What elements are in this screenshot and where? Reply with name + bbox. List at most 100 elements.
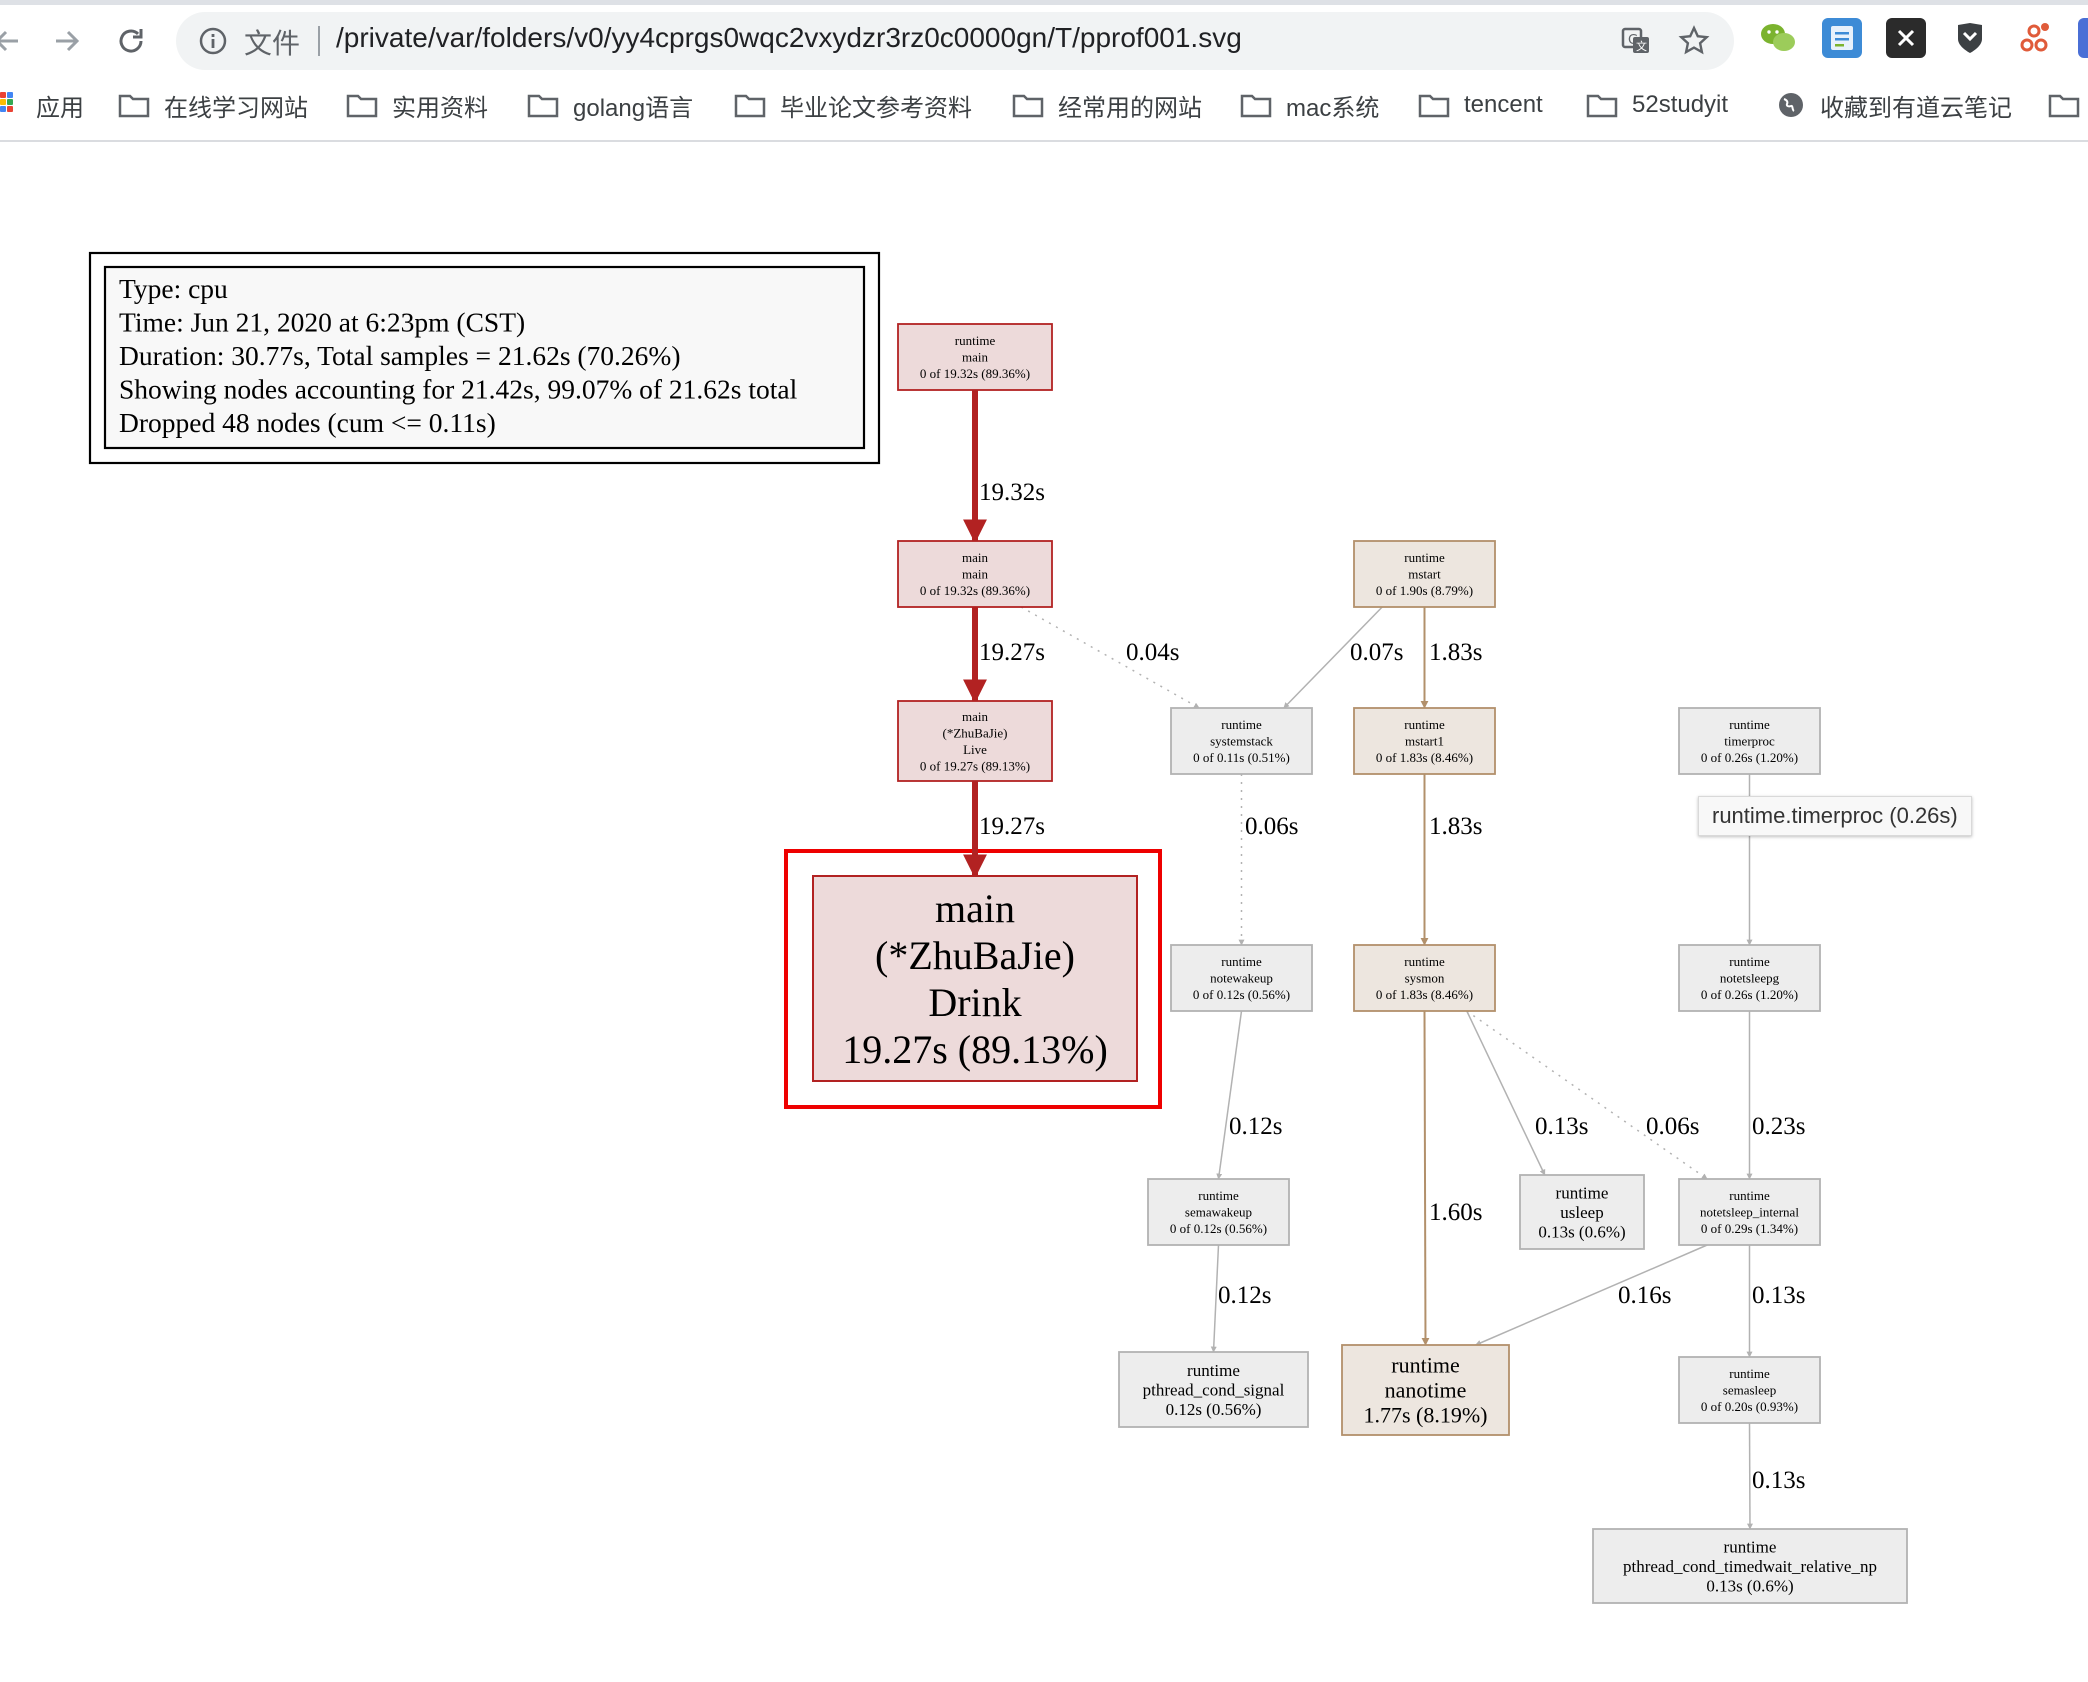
extension-overflow[interactable] — [2078, 18, 2088, 58]
apps-grid-icon — [0, 90, 20, 120]
shield-extension[interactable] — [1950, 18, 1990, 58]
notes-extension[interactable] — [1822, 18, 1862, 58]
globe-icon — [1779, 93, 1803, 117]
bookmark-folder[interactable]: tencent — [1418, 90, 1543, 120]
node-label: 19.27s (89.13%) — [842, 1027, 1108, 1072]
node-label: runtime — [1221, 954, 1262, 969]
address-bar[interactable]: 文件 /private/var/folders/v0/yy4cprgs0wqc2… — [176, 12, 1734, 70]
node-label: sysmon — [1405, 971, 1445, 986]
node-label: semasleep — [1723, 1383, 1776, 1398]
bookmark-folder-overflow[interactable] — [2048, 90, 2088, 120]
graph-edge[interactable]: 1.83s — [1420, 607, 1483, 709]
node-label: 0 of 19.27s (89.13%) — [920, 758, 1030, 773]
node-label: 0 of 0.20s (0.93%) — [1701, 1399, 1798, 1414]
node-label: notetsleep_internal — [1700, 1205, 1799, 1220]
node-box — [1678, 1356, 1821, 1424]
graph-edge[interactable]: 0.12s — [1210, 1244, 1272, 1353]
node-label: 0 of 0.29s (1.34%) — [1701, 1221, 1798, 1236]
graph-edge[interactable]: 19.27s — [963, 607, 1045, 704]
node-box — [1678, 707, 1821, 775]
bookmark-folder[interactable]: 实用资料 — [346, 90, 488, 122]
tool-extension[interactable] — [2014, 18, 2054, 58]
graph-edge[interactable]: 0.06s — [1238, 774, 1299, 946]
node-label: runtime — [1729, 717, 1770, 732]
node-label: Live — [963, 742, 987, 757]
node-label: usleep — [1560, 1203, 1603, 1222]
bookmark-folder[interactable]: golang语言 — [527, 90, 693, 122]
graph-edge[interactable]: 0.13s — [1746, 1422, 1806, 1530]
graph-edge[interactable]: 19.27s — [963, 781, 1045, 879]
url-text[interactable]: /private/var/folders/v0/yy4cprgs0wqc2vxy… — [336, 22, 1242, 53]
node-box — [1678, 944, 1821, 1012]
back-button[interactable] — [0, 16, 32, 66]
graph-edge[interactable]: 0.16s — [1475, 1244, 1708, 1346]
forward-button[interactable] — [42, 16, 92, 66]
browser-toolbar: 文件 /private/var/folders/v0/yy4cprgs0wqc2… — [0, 0, 2088, 88]
forward-icon — [56, 30, 80, 52]
graph-edge[interactable]: 0.06s — [1466, 1010, 1708, 1180]
graph-edge[interactable]: 19.32s — [963, 390, 1045, 544]
graph-edge[interactable]: 0.12s — [1216, 1010, 1283, 1180]
graph-edge[interactable]: 0.23s — [1746, 1011, 1806, 1180]
node-label: pthread_cond_signal — [1143, 1380, 1285, 1399]
folder-icon — [346, 94, 378, 118]
bookmark-youdao[interactable]: 收藏到有道云笔记 — [1776, 90, 2012, 122]
node-label: main — [962, 550, 988, 565]
graph-edge[interactable]: 0.13s — [1746, 1245, 1806, 1358]
site-info-label[interactable]: 文件 — [244, 28, 301, 59]
translate-icon[interactable]: G文 — [1620, 25, 1652, 57]
edge-label: 0.12s — [1218, 1282, 1271, 1309]
node-box — [1170, 944, 1313, 1012]
folder-icon — [1418, 94, 1450, 118]
edge-line — [1216, 1010, 1243, 1180]
graph-edge[interactable]: 0.04s — [1020, 606, 1200, 709]
graph-node-runtime-pthread-cond-timedwait[interactable]: runtimepthread_cond_timedwait_relative_n… — [1592, 1528, 1908, 1604]
graph-edge[interactable]: 1.83s — [1420, 774, 1483, 946]
node-label: runtime — [1391, 1353, 1459, 1378]
folder-icon — [1012, 94, 1044, 118]
node-label: systemstack — [1210, 734, 1273, 749]
graph-edge[interactable]: 0.07s — [1283, 606, 1404, 709]
node-label: runtime — [1198, 1188, 1239, 1203]
bookmark-folder[interactable]: mac系统 — [1240, 90, 1379, 122]
x-extension[interactable] — [1886, 18, 1926, 58]
star-icon[interactable] — [1678, 25, 1710, 57]
info-icon[interactable] — [198, 26, 228, 56]
node-label: runtime — [1404, 954, 1445, 969]
edge-label: 19.27s — [979, 639, 1045, 666]
graph-edge[interactable]: 1.60s — [1421, 1010, 1483, 1346]
address-separator — [318, 26, 320, 56]
bookmark-label: 实用资料 — [392, 94, 488, 122]
bookmark-folder[interactable]: 在线学习网站 — [118, 90, 308, 122]
bookmark-folder[interactable]: 52studyit — [1586, 90, 1728, 120]
wechat-extension[interactable] — [1758, 18, 1798, 58]
tool-extension-icon — [2020, 23, 2049, 52]
node-label: semawakeup — [1185, 1205, 1252, 1220]
graph-edge[interactable]: 0.13s — [1466, 1010, 1589, 1176]
node-label: 0 of 0.11s (0.51%) — [1193, 750, 1290, 765]
wechat-extension-icon — [1761, 24, 1795, 51]
node-label: 0 of 19.32s (89.36%) — [920, 366, 1030, 381]
bookmark-apps[interactable]: 应用 — [0, 90, 84, 122]
bookmark-folder[interactable]: 经常用的网站 — [1012, 90, 1202, 122]
bookmark-folder[interactable]: 毕业论文参考资料 — [734, 90, 972, 122]
reload-button[interactable] — [106, 16, 156, 66]
